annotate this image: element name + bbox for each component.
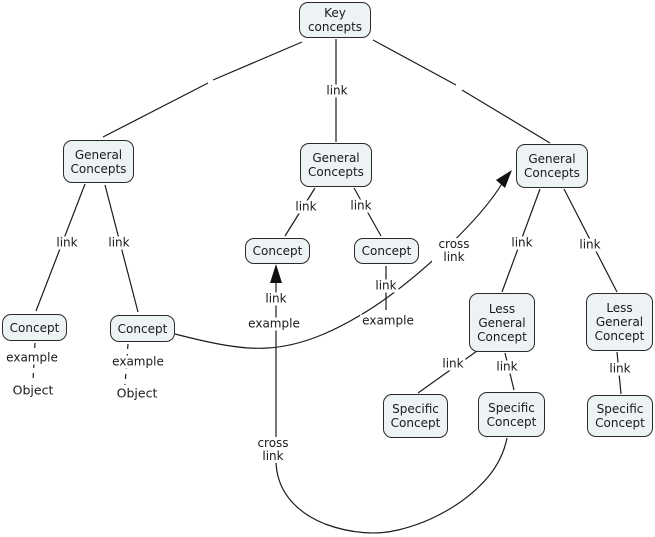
edge-label-link: link xyxy=(263,291,289,306)
text-node-object-2: Object xyxy=(114,385,160,401)
node-label: Concept xyxy=(361,244,412,258)
edge-label-cross-link: cross link xyxy=(251,437,295,463)
edge-concept-1-example xyxy=(32,342,36,382)
node-label: Specific Concept xyxy=(595,402,645,430)
node-less-general-concept-1: Less General Concept xyxy=(469,293,535,352)
node-label: Specific Concept xyxy=(390,402,441,430)
node-specific-concept-1: Specific Concept xyxy=(383,394,448,438)
edge-label-example: example xyxy=(4,350,60,365)
edge-label-example: example xyxy=(246,316,302,331)
node-general-concepts-left: General Concepts xyxy=(63,140,134,183)
node-label: Less General Concept xyxy=(477,301,527,344)
node-label: General Concepts xyxy=(524,152,580,180)
node-less-general-concept-2: Less General Concept xyxy=(586,293,653,351)
edge-label-link: link xyxy=(440,356,466,371)
edge-key-to-general-right-a xyxy=(372,39,457,86)
node-label: General Concepts xyxy=(308,151,364,179)
edge-key-to-general-left-a xyxy=(212,41,303,81)
edge-label-example: example xyxy=(110,354,166,369)
arrowhead-into-general-right xyxy=(496,170,512,188)
edge-label-link: link xyxy=(324,83,350,98)
edge-label-cross-link: cross link xyxy=(432,238,476,264)
edge-label-link: link xyxy=(54,235,80,250)
node-concept-left-2: Concept xyxy=(110,315,175,342)
edge-label-link: link xyxy=(373,278,399,293)
edge-label-link: link xyxy=(607,361,633,376)
node-label: Concept xyxy=(9,320,60,335)
node-label: Concept xyxy=(252,244,303,258)
edge-less-general-1-to-specific-1 xyxy=(417,350,478,394)
edge-key-to-general-left-b xyxy=(102,82,209,138)
edge-label-link: link xyxy=(293,199,319,214)
edge-key-to-general-right-b xyxy=(461,89,551,144)
edge-label-link: link xyxy=(348,198,374,213)
edge-label-link: link xyxy=(494,359,520,374)
node-concept-left-1: Concept xyxy=(2,314,67,341)
node-concept-middle-1: Concept xyxy=(245,238,310,264)
edge-label-link: link xyxy=(106,235,132,250)
edge-label-link: link xyxy=(577,237,603,252)
node-general-concepts-right: General Concepts xyxy=(516,144,588,188)
edge-label-example: example xyxy=(360,313,416,328)
node-specific-concept-2: Specific Concept xyxy=(478,392,545,437)
text-node-object-1: Object xyxy=(10,382,56,398)
node-specific-concept-3: Specific Concept xyxy=(587,395,653,437)
node-label: Concept xyxy=(117,321,168,336)
node-key-concepts: Key concepts xyxy=(299,2,371,38)
node-label: Less General Concept xyxy=(594,301,645,343)
edge-label-link: link xyxy=(509,235,535,250)
node-general-concepts-middle: General Concepts xyxy=(300,143,372,187)
node-concept-middle-2: Concept xyxy=(354,238,419,264)
arrowhead-into-concept-3 xyxy=(270,264,282,283)
edge-cross-link-to-concept-3 xyxy=(275,278,508,534)
edge-cross-link-to-general-right xyxy=(174,181,504,349)
node-label: Specific Concept xyxy=(486,400,537,429)
node-label: Key concepts xyxy=(307,6,363,34)
node-label: General Concepts xyxy=(70,147,127,176)
